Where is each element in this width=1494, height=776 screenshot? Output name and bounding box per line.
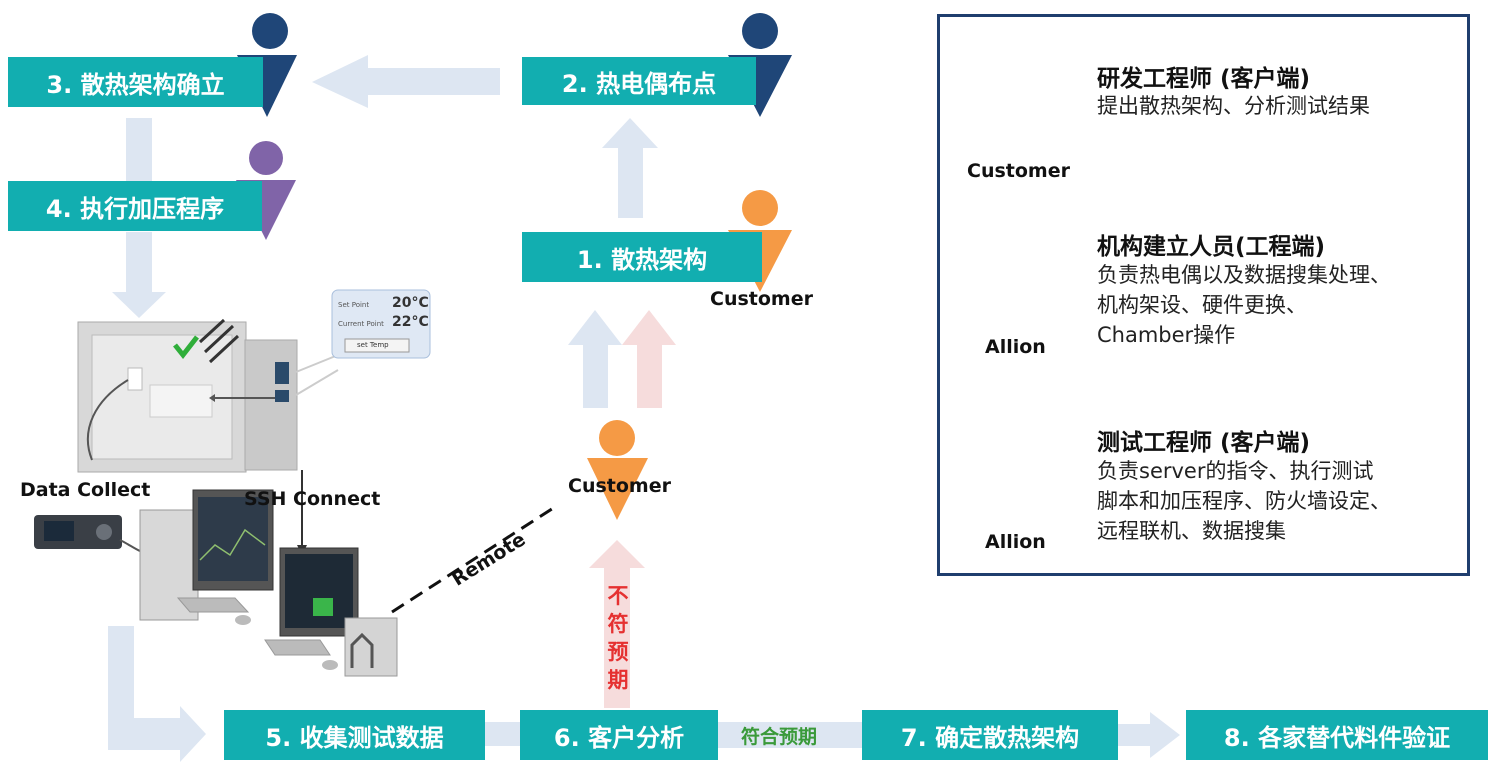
customer-label-center: Customer <box>568 475 671 497</box>
remote-dashed-line <box>391 503 559 614</box>
set-point-label: Set Point <box>338 301 370 309</box>
legend-customer-desc: 提出散热架构、分析测试结果 <box>1097 94 1370 118</box>
legend-mech-role: Allion <box>985 336 1046 358</box>
legend-test-desc-2: 脚本和加压程序、防火墙设定、 <box>1097 489 1391 513</box>
legend-mech-desc-1: 负责热电偶以及数据搜集处理、 <box>1097 263 1391 287</box>
arrow-collect-to-5 <box>108 626 206 762</box>
arrow-7-to-8 <box>1118 712 1180 758</box>
arrow-4-to-chamber <box>112 232 166 318</box>
arrow-1-to-2 <box>602 118 658 218</box>
legend-mech-title: 机构建立人员(工程端) <box>1097 234 1326 260</box>
legend-mech-desc-3: Chamber操作 <box>1097 323 1236 347</box>
ssh-connect-label: SSH Connect <box>244 488 381 510</box>
legend-mech-desc-2: 机构架设、硬件更换、 <box>1097 293 1307 317</box>
arrow-up-blue <box>568 310 622 408</box>
legend-test-desc-3: 远程联机、数据搜集 <box>1097 519 1286 543</box>
step-8-box: 8. 各家替代料件验证 <box>1186 710 1488 760</box>
set-point-value: 20°C <box>392 295 429 311</box>
legend-customer-title: 研发工程师 (客户端) <box>1097 66 1311 92</box>
not-meet-expectation-label: 不 符 预 期 <box>607 584 629 692</box>
step-2-box: 2. 热电偶布点 <box>522 57 756 105</box>
legend-customer-role: Customer <box>967 160 1070 182</box>
step-7-box: 7. 确定散热架构 <box>862 710 1118 760</box>
current-point-value: 22°C <box>392 314 429 330</box>
current-point-label: Current Point <box>338 320 384 328</box>
set-temp-button-shape <box>344 338 410 353</box>
meets-expectation-label: 符合预期 <box>741 726 818 748</box>
legend-box: 研发工程师 (客户端) 提出散热架构、分析测试结果 Customer 机构建立人… <box>937 14 1470 576</box>
connector-5-6 <box>484 722 522 746</box>
step-6-box: 6. 客户分析 <box>520 710 718 760</box>
arrow-2-to-3 <box>312 55 500 108</box>
step-3-box: 3. 散热架构确立 <box>8 57 263 107</box>
arrow-up-pink <box>622 310 676 408</box>
person-orange-icon-center <box>587 420 648 520</box>
thermal-chamber <box>77 318 339 473</box>
legend-test-title: 测试工程师 (客户端) <box>1097 430 1311 456</box>
meets-expectation-connector <box>718 722 862 748</box>
arrow-not-meet-up <box>589 540 645 708</box>
step-5-box: 5. 收集测试数据 <box>224 710 485 760</box>
legend-test-desc-1: 负责server的指令、执行测试 <box>1097 459 1374 483</box>
arrow-3-to-4 <box>126 118 152 182</box>
data-collect-label: Data Collect <box>20 479 151 501</box>
legend-test-role: Allion <box>985 531 1046 553</box>
computer-workstation <box>139 489 398 677</box>
step-4-box: 4. 执行加压程序 <box>8 181 262 231</box>
customer-label-step1: Customer <box>710 288 813 310</box>
set-temp-button: set Temp <box>357 341 389 349</box>
step-1-box: 1. 散热架构 <box>522 232 762 282</box>
